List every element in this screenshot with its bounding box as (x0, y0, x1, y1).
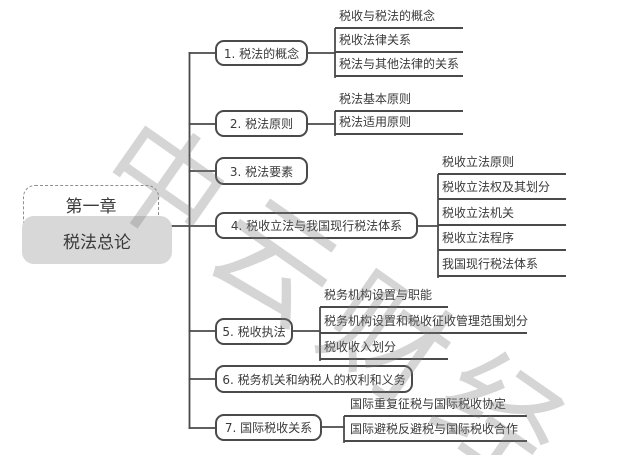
subtopic-legislative-power[interactable]: 税收立法权及其划分 (438, 177, 566, 200)
subtopic-legislative-procedure[interactable]: 税收立法程序 (438, 228, 566, 251)
subtopic-tax-legal-relationship[interactable]: 税收法律关系 (335, 30, 463, 53)
branch-1-box[interactable]: 1. 税法的概念 (215, 40, 308, 66)
branch-2-box[interactable]: 2. 税法原则 (215, 110, 308, 137)
branch-3-box[interactable]: 3. 税法要素 (215, 157, 308, 185)
subtopic-tax-revenue-division[interactable]: 税收收入划分 (320, 337, 448, 360)
subtopic-applicable-principles[interactable]: 税法适用原则 (335, 112, 463, 135)
subtopic-tax-org-functions[interactable]: 税务机构设置与职能 (320, 285, 448, 308)
subtopic-anti-avoidance-cooperation[interactable]: 国际避税反避税与国际税收合作 (344, 419, 527, 442)
branch-7-box[interactable]: 7. 国际税收关系 (215, 414, 322, 441)
subtopic-current-taxlaw-system[interactable]: 我国现行税法体系 (438, 254, 566, 277)
subtopic-taxlaw-vs-other-laws[interactable]: 税法与其他法律的关系 (335, 54, 463, 77)
subtopic-double-taxation-treaties[interactable]: 国际重复征税与国际税收协定 (344, 394, 527, 417)
branch-6-box[interactable]: 6. 税务机关和纳税人的权利和义务 (215, 365, 413, 393)
branch-4-box[interactable]: 4. 税收立法与我国现行税法体系 (215, 212, 418, 239)
chapter-label: 第一章 (65, 197, 117, 217)
subtopic-basic-principles[interactable]: 税法基本原则 (335, 89, 463, 112)
subtopic-tax-org-and-collection-scope[interactable]: 税务机构设置和税收征收管理范围划分 (320, 311, 528, 334)
subtopic-legislation-principles[interactable]: 税收立法原则 (438, 152, 566, 175)
branch-5-box[interactable]: 5. 税收执法 (215, 318, 293, 345)
central-topic[interactable]: 税法总论 (22, 216, 172, 264)
subtopic-tax-and-taxlaw-concept[interactable]: 税收与税法的概念 (335, 6, 463, 29)
subtopic-legislative-organs[interactable]: 税收立法机关 (438, 203, 566, 226)
